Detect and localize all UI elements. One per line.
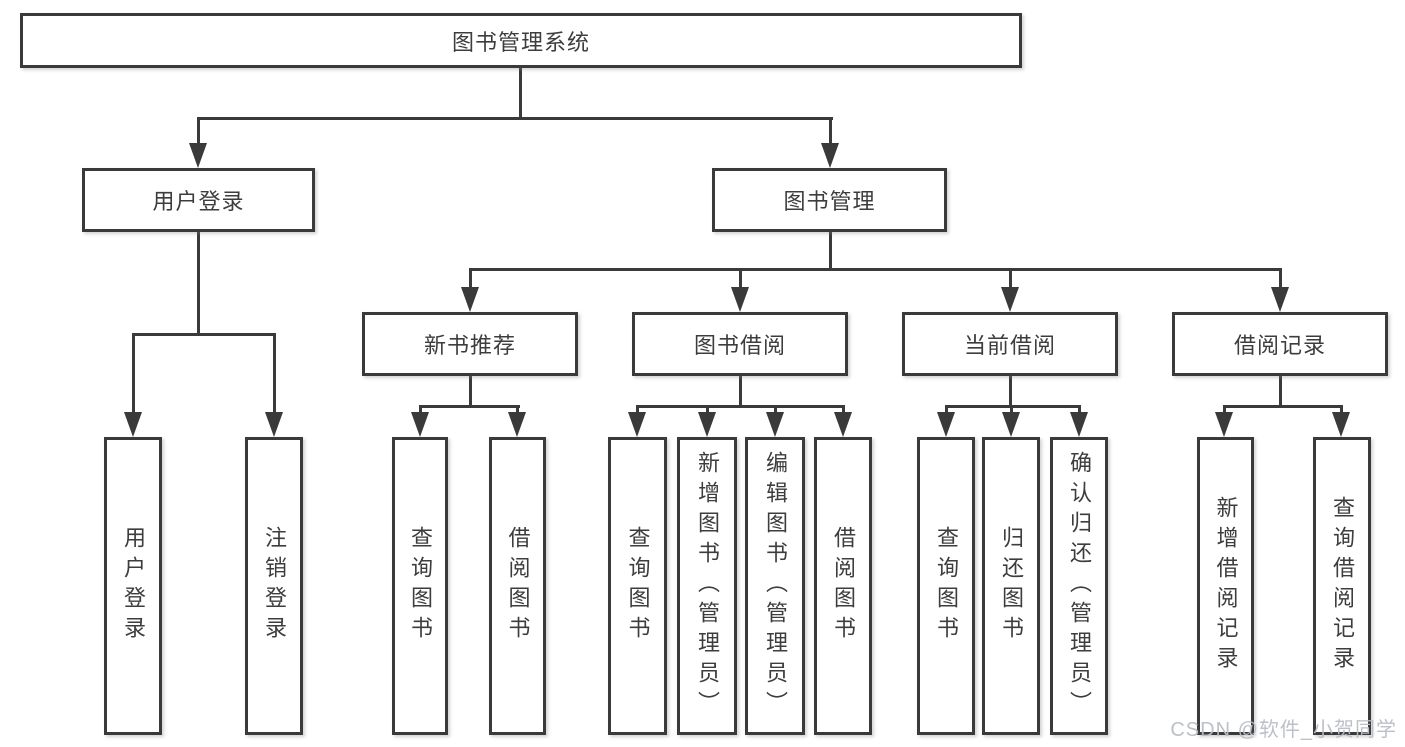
connector-line	[829, 232, 832, 271]
node-borrow-book-leaf-2: 借阅图书	[814, 437, 872, 735]
connector-line	[469, 268, 472, 290]
connector-line	[419, 405, 422, 414]
node-add-borrow-record-leaf-label: 新增借阅记录	[1213, 496, 1239, 676]
node-library-system: 图书管理系统	[20, 13, 1022, 68]
connector-arrow-down	[628, 412, 646, 437]
connector-line	[469, 268, 1282, 271]
node-user-login-leaf-label: 用户登录	[121, 526, 146, 646]
node-query-book-leaf-1: 查询图书	[392, 437, 448, 735]
connector-line	[1078, 405, 1081, 414]
node-query-borrow-record-leaf: 查询借阅记录	[1313, 437, 1371, 735]
connector-arrow-down	[1002, 412, 1020, 437]
node-borrow-book-leaf-1: 借阅图书	[489, 437, 546, 735]
node-edit-book-admin-leaf-label: 编辑图书（管理员）	[763, 451, 788, 721]
node-edit-book-admin-leaf: 编辑图书（管理员）	[745, 437, 805, 735]
connector-arrow-down	[124, 412, 142, 437]
node-borrow-book-leaf-1-label: 借阅图书	[505, 526, 531, 646]
connector-line	[706, 405, 709, 414]
connector-line	[739, 268, 742, 290]
connector-line	[842, 405, 845, 414]
connector-line	[1010, 405, 1013, 414]
node-current-borrow-label: 当前借阅	[963, 333, 1056, 358]
node-current-borrow: 当前借阅	[902, 312, 1118, 376]
connector-arrow-down	[766, 412, 784, 437]
csdn-watermark: CSDN @软件_小贺同学	[1170, 719, 1397, 741]
connector-line	[273, 333, 276, 413]
node-book-borrow: 图书借阅	[632, 312, 848, 376]
connector-line	[774, 405, 777, 414]
node-query-book-leaf-3: 查询图书	[917, 437, 975, 735]
node-user-login-label: 用户登录	[152, 189, 245, 214]
connector-arrow-down	[265, 412, 283, 437]
node-logout-leaf: 注销登录	[245, 437, 303, 735]
node-new-book-recommend-label: 新书推荐	[423, 333, 516, 358]
connector-arrow-down	[698, 412, 716, 437]
connector-line	[829, 117, 832, 146]
connector-line	[197, 232, 200, 335]
connector-line	[132, 333, 276, 336]
node-book-management-label: 图书管理	[783, 189, 876, 214]
node-query-book-leaf-2-label: 查询图书	[625, 526, 651, 646]
node-borrow-records-label: 借阅记录	[1233, 333, 1326, 358]
connector-arrow-down	[461, 287, 479, 312]
connector-line	[419, 405, 520, 408]
connector-line	[197, 117, 200, 146]
connector-line	[469, 375, 472, 408]
connector-arrow-down	[1215, 412, 1233, 437]
connector-line	[1009, 375, 1012, 408]
node-user-login: 用户登录	[82, 168, 315, 232]
node-return-book-leaf: 归还图书	[982, 437, 1040, 735]
connector-line	[1279, 268, 1282, 290]
connector-arrow-down	[821, 143, 839, 168]
node-query-book-leaf-3-label: 查询图书	[934, 526, 959, 646]
connector-arrow-down	[834, 412, 852, 437]
connector-line	[1223, 405, 1226, 414]
connector-line	[1279, 375, 1282, 408]
connector-line	[945, 405, 948, 414]
node-new-book-recommend: 新书推荐	[362, 312, 578, 376]
connector-line	[1009, 268, 1012, 290]
connector-line	[636, 405, 845, 408]
connector-arrow-down	[731, 287, 749, 312]
connector-line	[519, 68, 522, 118]
node-confirm-return-admin-leaf-label: 确认归还（管理员）	[1067, 451, 1092, 721]
connector-arrow-down	[1271, 287, 1289, 312]
connector-line	[132, 333, 135, 413]
node-add-book-admin-leaf: 新增图书（管理员）	[677, 437, 737, 735]
node-book-borrow-label: 图书借阅	[693, 333, 786, 358]
connector-line	[739, 375, 742, 408]
connector-arrow-down	[411, 412, 429, 437]
node-library-system-label: 图书管理系统	[451, 29, 590, 55]
connector-arrow-down	[1001, 287, 1019, 312]
connector-line	[197, 117, 833, 120]
node-return-book-leaf-label: 归还图书	[999, 526, 1024, 646]
connector-line	[945, 405, 1081, 408]
node-add-book-admin-leaf-label: 新增图书（管理员）	[695, 451, 720, 721]
connector-arrow-down	[1332, 412, 1350, 437]
connector-line	[1340, 405, 1343, 414]
node-add-borrow-record-leaf: 新增借阅记录	[1197, 437, 1254, 735]
connector-arrow-down	[937, 412, 955, 437]
node-query-borrow-record-leaf-label: 查询借阅记录	[1330, 496, 1355, 676]
connector-arrow-down	[1070, 412, 1088, 437]
node-query-book-leaf-1-label: 查询图书	[408, 526, 433, 646]
connector-line	[1223, 405, 1343, 408]
node-confirm-return-admin-leaf: 确认归还（管理员）	[1050, 437, 1108, 735]
node-borrow-book-leaf-2-label: 借阅图书	[831, 526, 856, 646]
connector-line	[516, 405, 519, 414]
node-book-management: 图书管理	[712, 168, 947, 232]
node-query-book-leaf-2: 查询图书	[608, 437, 667, 735]
connector-arrow-down	[189, 143, 207, 168]
node-logout-leaf-label: 注销登录	[262, 526, 287, 646]
node-user-login-leaf: 用户登录	[104, 437, 162, 735]
connector-line	[636, 405, 639, 414]
connector-arrow-down	[508, 412, 526, 437]
node-borrow-records: 借阅记录	[1172, 312, 1388, 376]
